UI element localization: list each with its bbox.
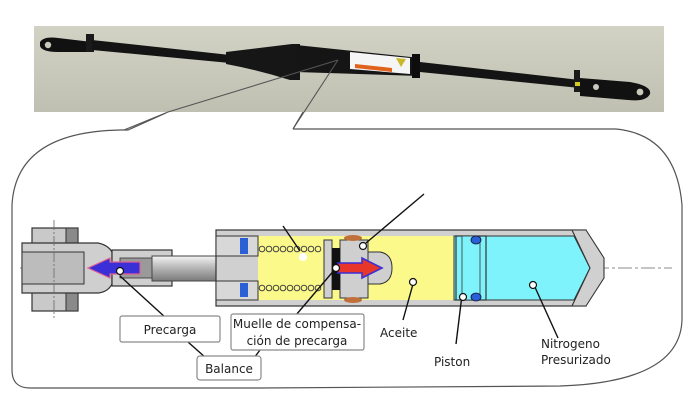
spring-coil <box>272 245 280 253</box>
right-mount-eye <box>580 78 651 101</box>
preload-arrow-icon <box>86 257 141 279</box>
spring-coil <box>279 245 287 253</box>
left-clevis <box>21 220 113 318</box>
label-precarga: Precarga <box>119 315 221 343</box>
product-photo <box>34 26 664 112</box>
spring-coil <box>279 284 287 292</box>
warning-sticker <box>350 52 410 74</box>
label-muelle: Muelle de compensa- ción de precarga <box>230 313 365 351</box>
leader-dots <box>115 241 538 302</box>
spring-coil <box>265 284 273 292</box>
collar <box>412 54 420 78</box>
spring-coil <box>286 284 294 292</box>
floating-piston <box>455 235 487 302</box>
spring-coil <box>286 245 294 253</box>
label-muelle-line2: ción de precarga <box>247 334 348 348</box>
spring-coil <box>300 245 308 253</box>
left-rod <box>92 40 230 63</box>
label-aceite: Aceite <box>380 326 417 340</box>
balance-arrow-icon <box>337 256 384 280</box>
spring-coil <box>293 284 301 292</box>
label-balance-text: Balance <box>205 362 253 376</box>
spring-coil <box>265 245 273 253</box>
left-mount-eye <box>40 34 94 52</box>
callout-pointer-left <box>123 59 339 131</box>
label-precarga-text: Precarga <box>144 323 197 337</box>
cross-section <box>20 220 672 318</box>
spring-coil <box>314 245 322 253</box>
spring-coil <box>258 245 266 253</box>
right-rod <box>420 62 580 88</box>
rod-seal-gland <box>215 235 259 301</box>
label-nitrogeno-line1: Nitrogeno <box>541 337 600 351</box>
spring-coil <box>307 284 315 292</box>
spring-coil <box>272 284 280 292</box>
label-nitrogeno-line2: Presurizado <box>541 353 611 367</box>
cone-housing <box>226 44 300 80</box>
spring-coil <box>300 284 308 292</box>
label-piston: Piston <box>434 355 470 369</box>
spring-coil <box>307 245 315 253</box>
spring-coil <box>258 284 266 292</box>
label-muelle-line1: Muelle de compensa- <box>233 317 361 331</box>
label-balance: Balance <box>196 355 262 381</box>
